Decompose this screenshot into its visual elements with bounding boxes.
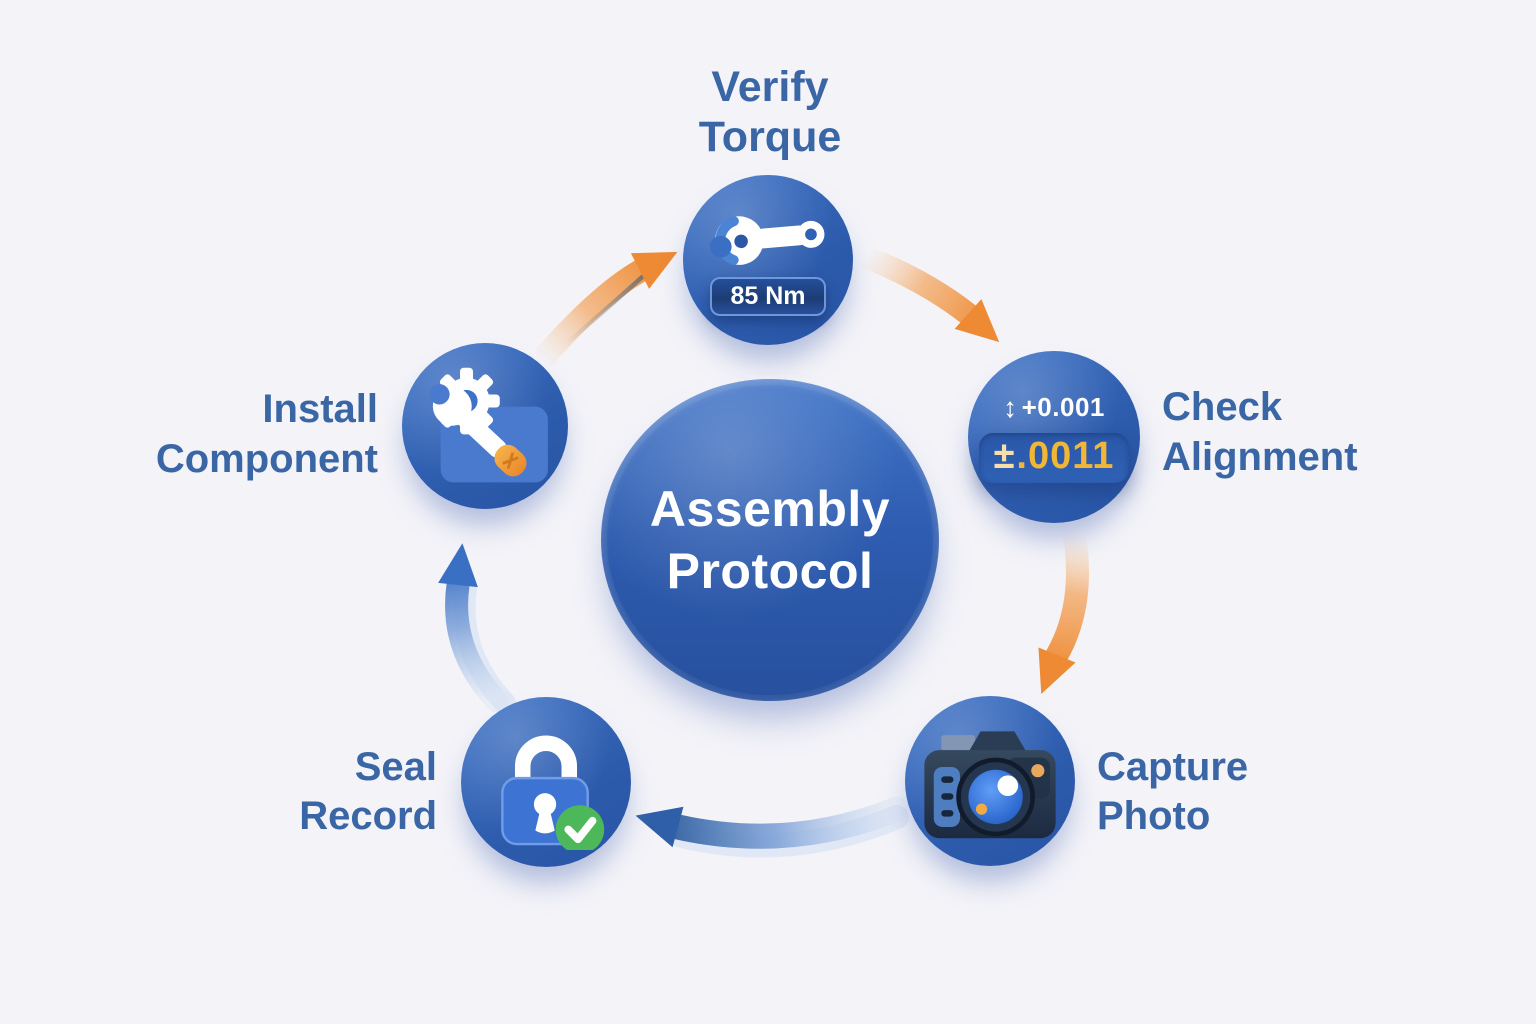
- step-circle-install-component: [402, 343, 568, 509]
- updown-arrow-icon: ↕: [1003, 391, 1018, 423]
- arrow-capture-to-seal: [635, 796, 910, 858]
- tolerance-badge: ± .0011: [978, 432, 1130, 483]
- torque-wrench-icon: [709, 215, 825, 265]
- arrow-verify-to-check: [854, 245, 1000, 343]
- check-badge-icon: [555, 805, 605, 850]
- alignment-reading-value: +0.001: [1021, 392, 1105, 422]
- center-node: Assembly Protocol: [601, 379, 939, 701]
- tolerance-value: .0011: [1016, 434, 1115, 477]
- gear-wrench-icon: [429, 367, 548, 483]
- step-circle-check-alignment: ↕ +0.001 ± .0011: [968, 351, 1140, 523]
- wrench-icon: [429, 384, 527, 477]
- alignment-reading: ↕ +0.001: [1003, 392, 1105, 424]
- step-circle-verify-torque: 85 Nm: [683, 175, 853, 345]
- arrow-install-to-verify: [529, 251, 678, 373]
- arrow-seal-to-install: [438, 543, 516, 714]
- torque-value-badge: 85 Nm: [710, 276, 826, 316]
- lock-check-icon: [501, 735, 605, 850]
- step-circle-seal-record: [461, 697, 631, 867]
- camera-icon: [924, 731, 1056, 839]
- diagram-title: Assembly Protocol: [649, 481, 891, 599]
- plus-minus-sign: ±: [993, 434, 1016, 477]
- step-circle-capture-photo: [905, 696, 1075, 866]
- arrow-check-to-capture: [1038, 520, 1089, 694]
